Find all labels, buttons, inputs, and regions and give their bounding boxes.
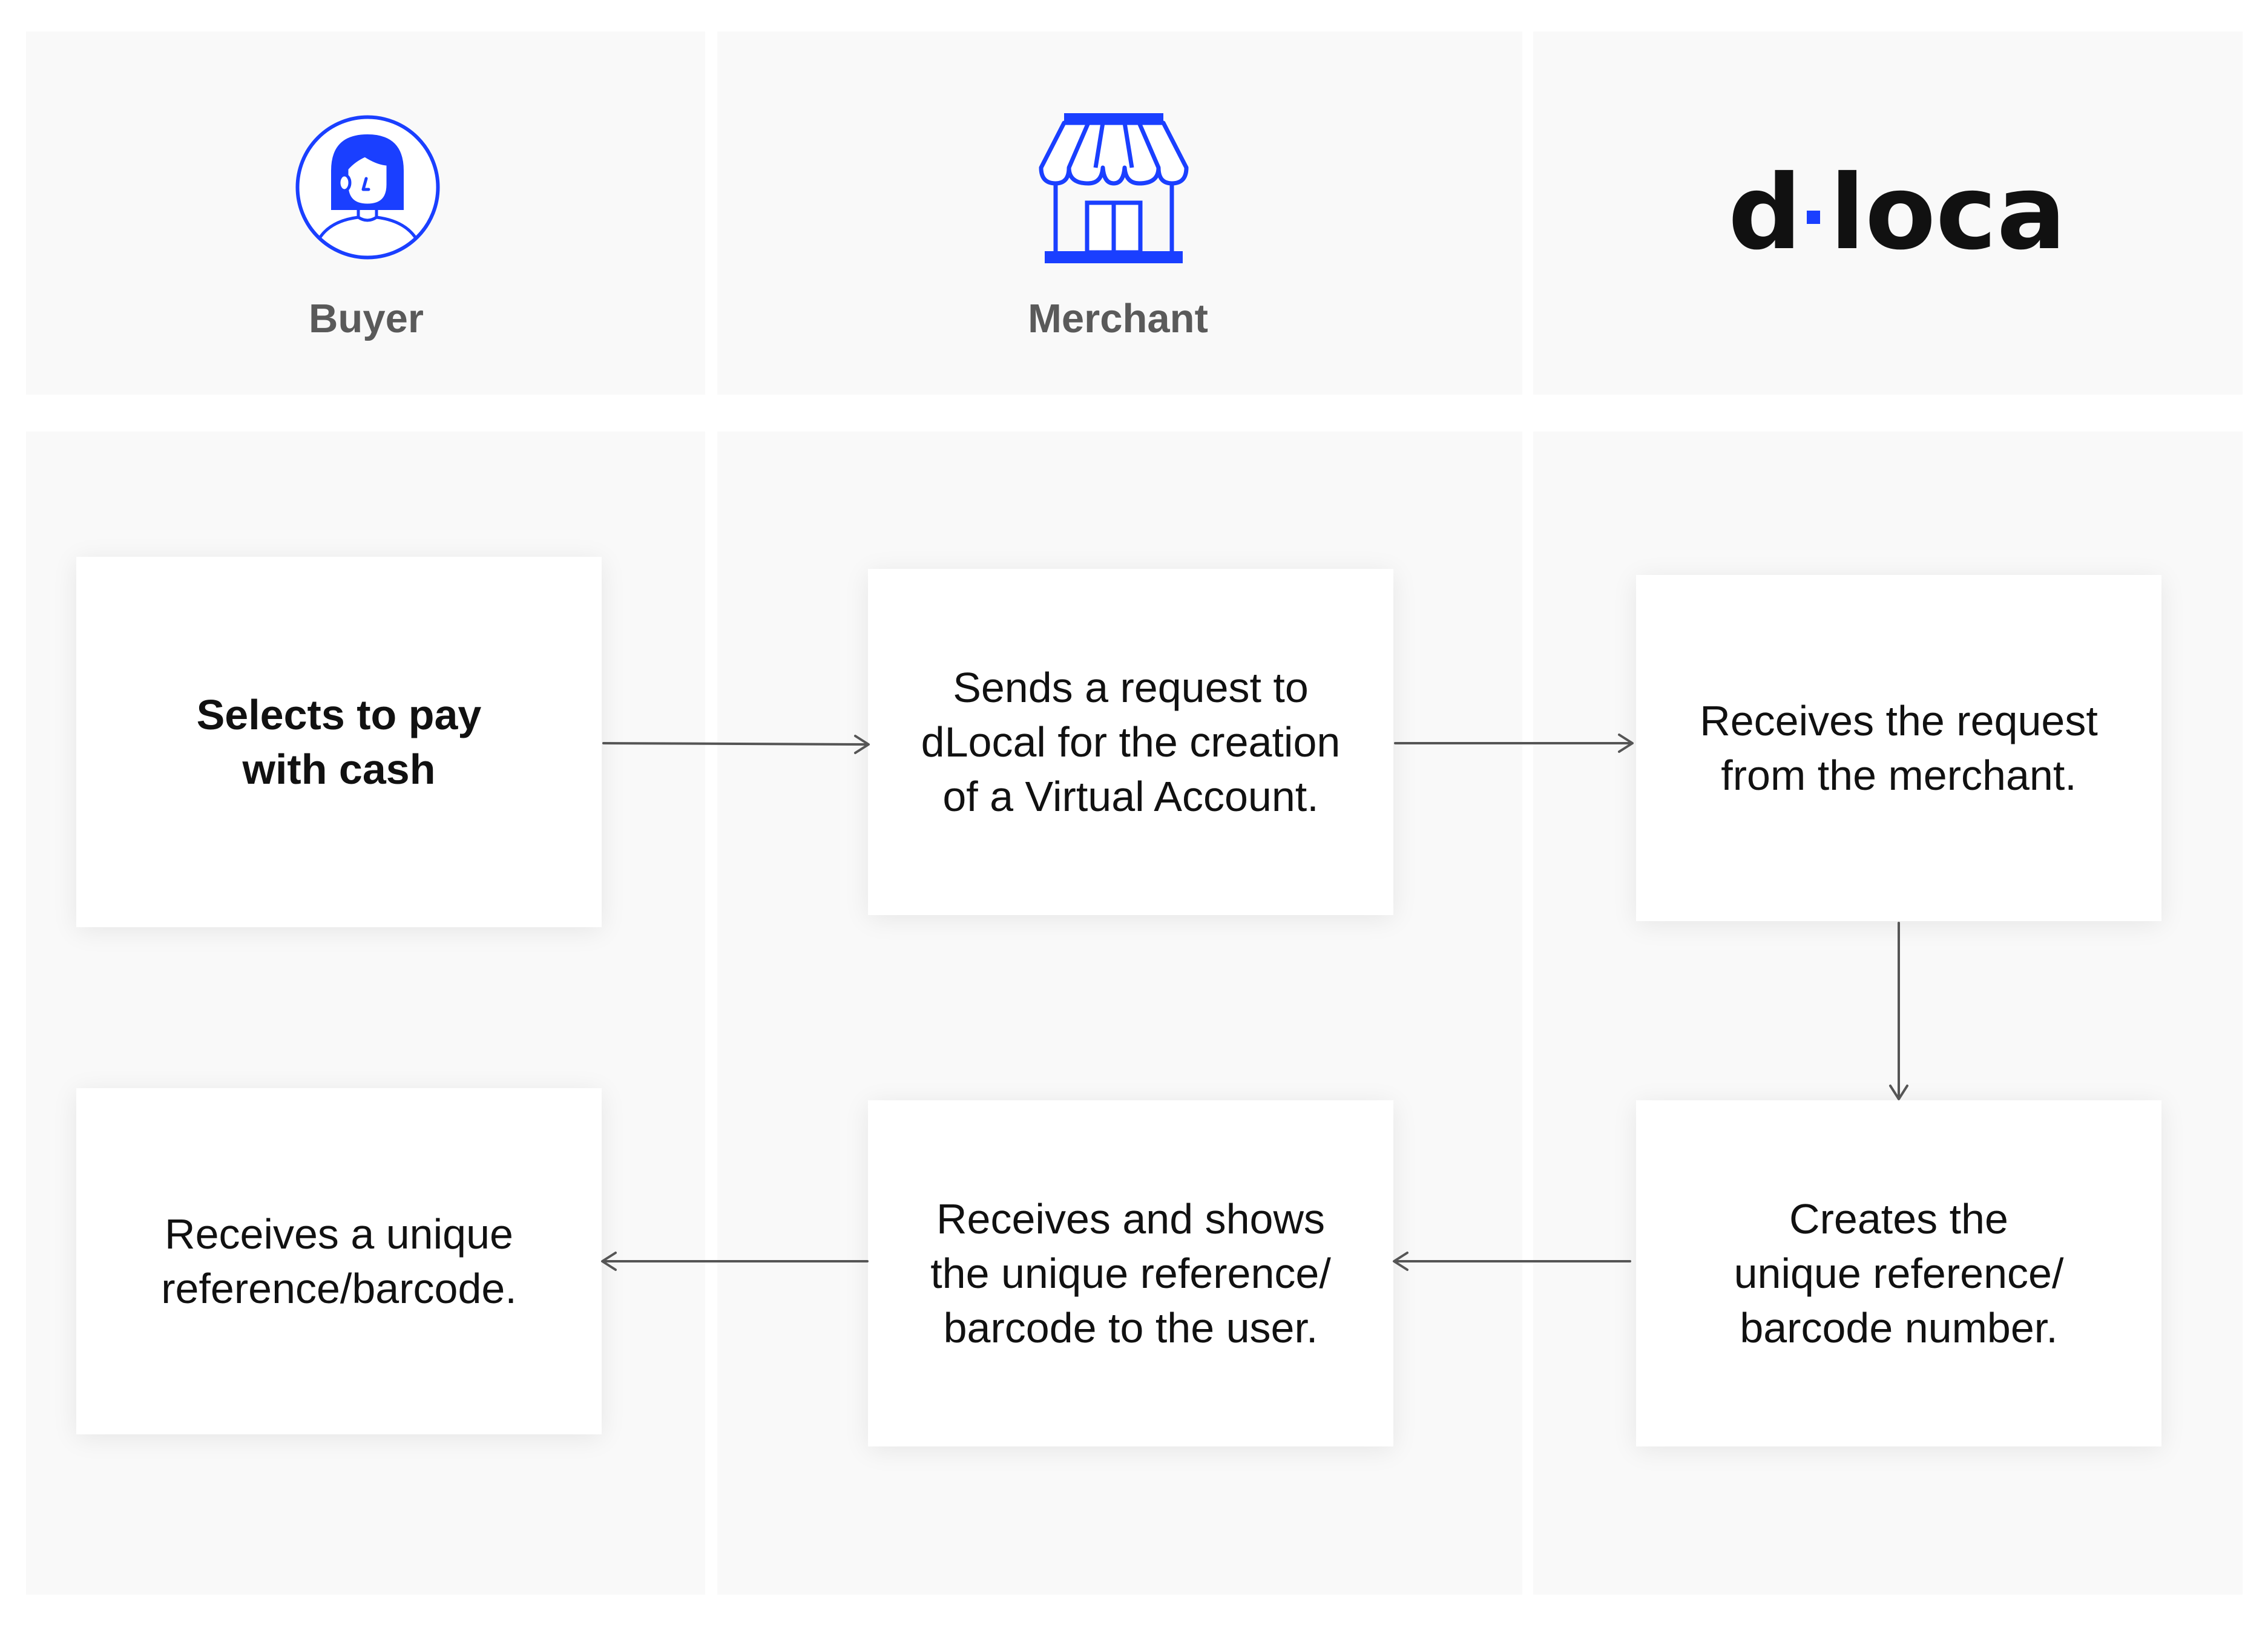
step-dlocal-receives-request: Receives the request from the merchant. (1636, 575, 2161, 921)
storefront-icon (1039, 113, 1189, 263)
merchant-label: Merchant (1028, 296, 1208, 341)
step-dlocal-creates-reference: Creates the unique reference/ barcode nu… (1636, 1100, 2161, 1446)
dlocal-logo: d local (1728, 145, 2102, 273)
svg-text:d: d (1728, 153, 1802, 266)
step-buyer-receives-reference: Receives a unique reference/barcode. (76, 1088, 602, 1434)
step-merchant-sends-request: Sends a request to dLocal for the creati… (868, 569, 1393, 915)
arrow-buyer-to-merchant (602, 742, 869, 746)
step-merchant-shows-reference: Receives and shows the unique reference/… (868, 1100, 1393, 1446)
dlocal-header-panel (1533, 31, 2243, 395)
step-buyer-selects-cash: Selects to pay with cash (76, 557, 602, 927)
buyer-avatar-icon (295, 115, 440, 260)
buyer-label: Buyer (309, 296, 424, 341)
svg-text:local: local (1830, 153, 2067, 266)
